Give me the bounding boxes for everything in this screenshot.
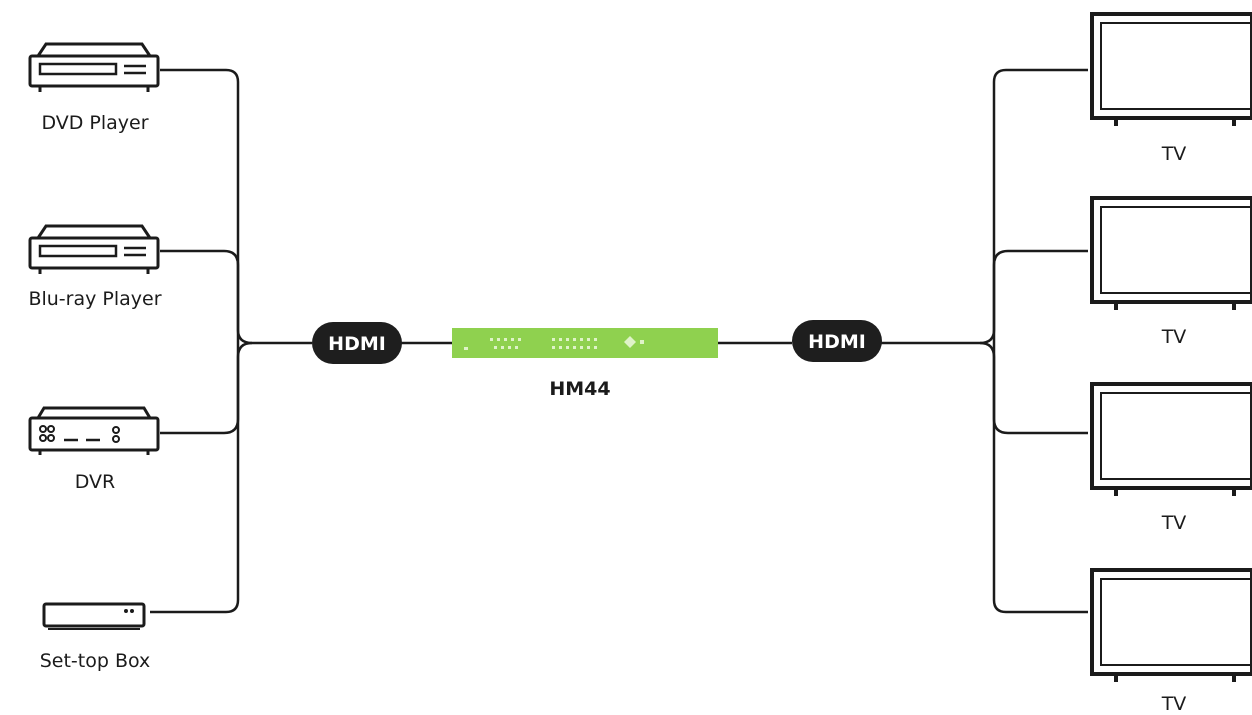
- bluray-player-icon: [28, 224, 160, 274]
- tv3-connection-line: [979, 341, 1088, 435]
- dvr-icon: [28, 406, 160, 455]
- tv-icon: [1090, 12, 1252, 126]
- tv3-label: TV: [1161, 512, 1187, 534]
- tv-icon: [1090, 382, 1252, 496]
- hm44-label: HM44: [549, 378, 610, 400]
- source-connections: [150, 68, 1088, 614]
- bluray-player-label: Blu-ray Player: [28, 288, 161, 310]
- dvr-label: DVR: [75, 471, 116, 493]
- set-top-box-icon: [42, 602, 146, 630]
- tv1-label: TV: [1161, 143, 1187, 165]
- set-top-box-label: Set-top Box: [40, 650, 151, 672]
- tv2-label: TV: [1161, 326, 1187, 348]
- tv2-connection-line: [979, 249, 1088, 345]
- hm44-matrix-device: [452, 328, 718, 358]
- dvd-player-label: DVD Player: [41, 112, 148, 134]
- input-hdmi-connector: HDMI: [312, 322, 402, 364]
- tv-icon: [1090, 568, 1252, 682]
- output-hdmi-connector: HDMI: [792, 320, 882, 362]
- tv4-label: TV: [1161, 693, 1187, 715]
- bluray-connection-line: [160, 249, 312, 345]
- dvd-player-icon: [28, 42, 160, 92]
- input-hdmi-label: HDMI: [328, 333, 386, 355]
- output-hdmi-label: HDMI: [808, 331, 866, 353]
- tv-icon: [1090, 196, 1252, 310]
- dvd-connection-line: [150, 68, 240, 614]
- tv1-connection-line: [992, 68, 1088, 614]
- dvr-connection-line: [160, 341, 253, 435]
